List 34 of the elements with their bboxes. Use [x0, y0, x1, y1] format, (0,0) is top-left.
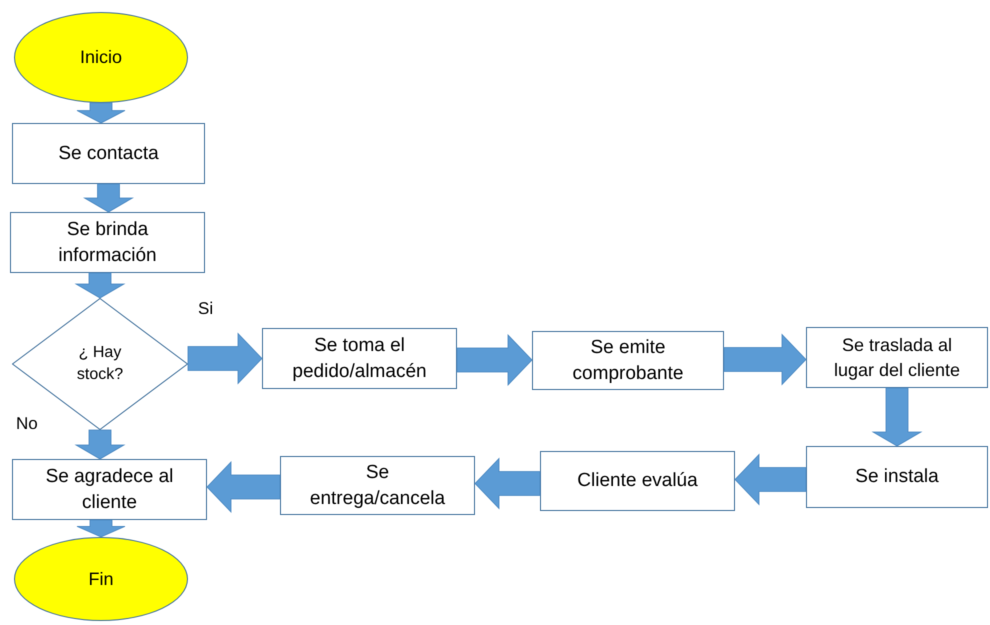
block-arrow — [76, 520, 126, 538]
node-label: Se contacta — [57, 142, 160, 166]
node-label: Inicio — [78, 46, 124, 70]
process-box — [10, 212, 205, 273]
process-box — [532, 331, 724, 390]
block-arrow — [206, 461, 280, 513]
node-label: Se traslada al lugar del cliente — [832, 334, 962, 382]
process-box — [540, 451, 735, 511]
node-label: Se entrega/cancela — [308, 460, 446, 510]
process-box — [280, 456, 475, 515]
node-label: Se instala — [854, 465, 940, 490]
block-arrow — [83, 184, 134, 212]
node-label: Se brinda información — [57, 218, 158, 268]
process-box — [262, 328, 457, 389]
process-box — [806, 327, 988, 388]
block-arrow — [724, 334, 807, 386]
node-label: Se emite comprobante — [572, 336, 684, 386]
process-box — [12, 123, 205, 184]
block-arrow — [188, 332, 263, 384]
process-box — [12, 459, 207, 520]
block-arrow — [74, 272, 126, 298]
process-box — [806, 446, 988, 508]
block-arrow — [456, 334, 533, 386]
block-arrow — [74, 430, 126, 460]
block-arrow — [872, 388, 922, 446]
node-label: ¿ Hay stock? — [76, 343, 124, 385]
block-arrow — [734, 454, 806, 506]
block-arrow — [76, 102, 126, 124]
node-label: Cliente evalúa — [576, 469, 699, 494]
block-arrow — [474, 458, 540, 510]
node-label: Fin — [87, 568, 114, 591]
decision-diamond — [12, 298, 188, 430]
node-label: Se toma el pedido/almacén — [291, 334, 428, 384]
node-label: Se agradece al cliente — [44, 464, 174, 514]
